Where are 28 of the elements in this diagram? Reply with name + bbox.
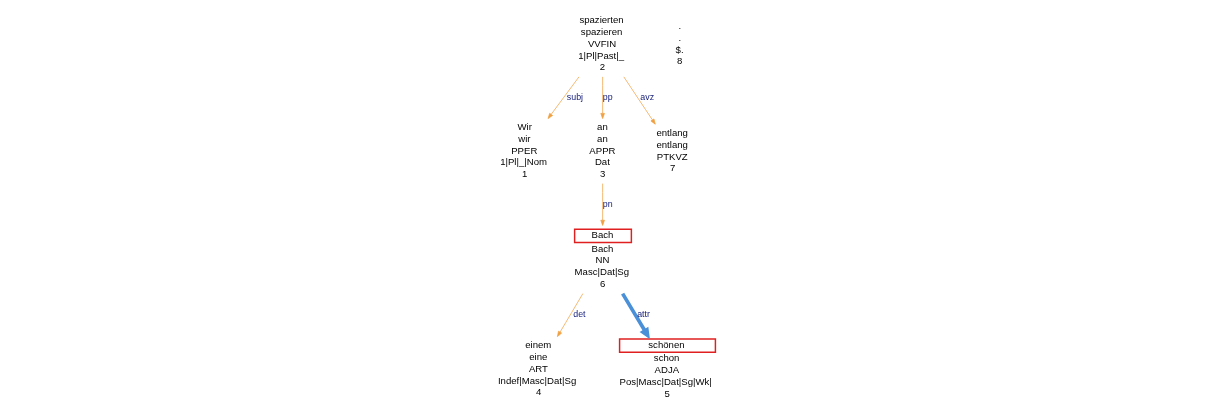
node-text: spazierten spazieren VVFIN 1|Pl|Past|_ 2	[578, 14, 625, 73]
node-text: einem eine ART Indef|Masc|Dat|Sg 4	[497, 339, 577, 398]
node-text: an an APPR Dat 3	[589, 121, 616, 180]
edge-label: avz	[640, 91, 655, 102]
edge-label: det	[573, 308, 586, 319]
node-text: entlang entlang PTKVZ 7	[656, 126, 688, 174]
node-label: Masc|Dat|Sg	[574, 266, 630, 278]
arrow	[600, 183, 605, 226]
edge-label: attr	[637, 308, 650, 319]
arrow	[621, 292, 650, 340]
node-label: schon	[653, 352, 680, 364]
node-label: NN	[595, 254, 610, 266]
arrow	[557, 293, 584, 337]
arrow	[547, 76, 580, 119]
arrow	[600, 76, 605, 119]
edge-label: subj	[566, 91, 584, 102]
edge-label: pp	[602, 91, 613, 102]
node-label: ADJA	[654, 364, 680, 376]
arrow	[623, 76, 656, 125]
node-label: Pos|Masc|Dat|Sg|Wk|	[619, 376, 712, 388]
node-text: . . $. 8	[675, 20, 684, 67]
node-label: 6	[600, 278, 606, 290]
edge-label: pn	[602, 198, 613, 209]
node-box: Bach	[573, 228, 633, 244]
node-text: Wir wir PPER 1|Pl|_|Nom 1	[500, 121, 548, 180]
node-box: schönen	[618, 338, 717, 354]
node-label: Bach	[591, 242, 614, 254]
node-label: 5	[664, 387, 670, 399]
